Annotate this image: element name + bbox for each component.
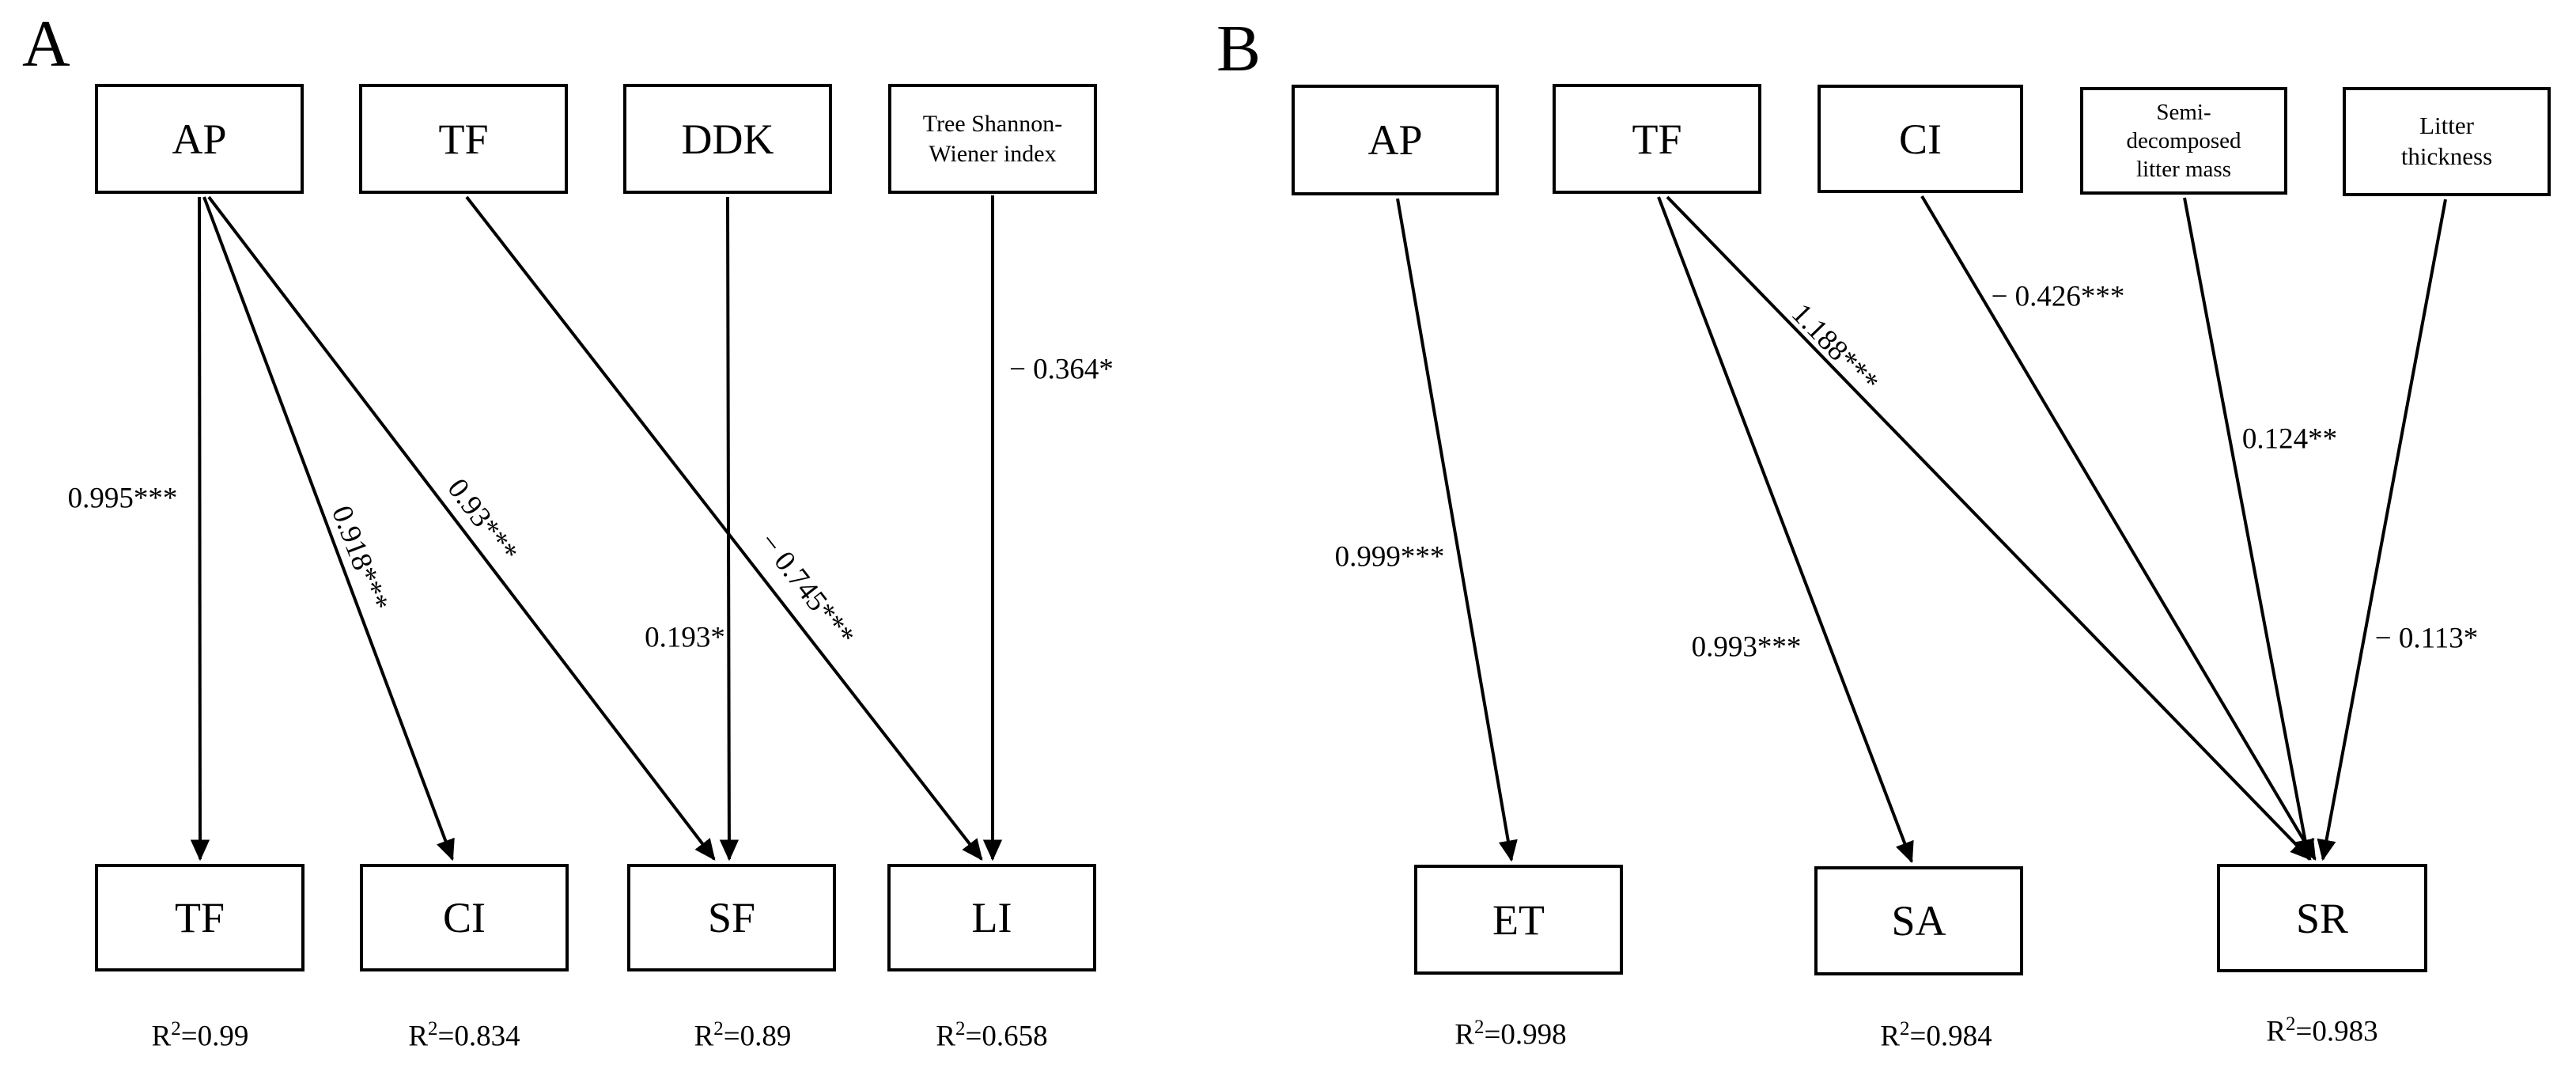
b-edge-sdl-sr-label: 0.124** <box>2241 422 2338 456</box>
b-edge-ci-sr <box>1920 195 2317 862</box>
b-edge-tf-sr <box>1666 195 2312 861</box>
b-r2-et: R2=0.998 <box>1454 1017 1567 1051</box>
b-node-semi-decomposed-litter-mass: Semi- decomposed litter mass <box>2080 87 2287 195</box>
a-node-ap-top: AP <box>95 84 304 194</box>
a-node-sf-bottom-label: SF <box>707 894 756 941</box>
b-node-sa-bottom: SA <box>1814 866 2023 975</box>
b-edge-lt-sr <box>2317 199 2447 862</box>
b-r2-sa: R2=0.984 <box>1880 1018 1992 1053</box>
a-node-li-bottom: LI <box>887 864 1096 971</box>
a-r2-tf: R2=0.99 <box>151 1018 249 1053</box>
b-node-ci-top-label: CI <box>1899 115 1942 163</box>
b-node-ci-top: CI <box>1818 85 2023 193</box>
a-node-ci-bottom: CI <box>360 864 569 971</box>
b-r2-sr: R2=0.983 <box>2266 1013 2378 1048</box>
b-node-tf-top: TF <box>1553 84 1761 194</box>
a-node-tf-top: TF <box>359 84 568 194</box>
a-r2-sf: R2=0.89 <box>694 1018 792 1053</box>
a-node-tree-shannon-wiener: Tree Shannon- Wiener index <box>888 84 1097 194</box>
b-node-lt-line2: thickness <box>2400 142 2493 170</box>
a-node-tf-bottom-label: TF <box>174 894 225 941</box>
b-node-et-bottom-label: ET <box>1492 896 1545 944</box>
b-node-ap-top: AP <box>1292 85 1499 195</box>
b-node-sr-bottom: SR <box>2217 864 2427 972</box>
a-node-ddk-top: DDK <box>623 84 832 194</box>
b-edge-ap-et <box>1396 198 1518 862</box>
a-edge-ap-ci <box>202 196 455 862</box>
a-node-ci-bottom-label: CI <box>443 894 486 941</box>
a-node-tsw-line1: Tree Shannon- <box>922 111 1063 137</box>
a-node-sf-bottom: SF <box>627 864 836 971</box>
a-edge-ap-tf-label: 0.995*** <box>67 482 178 515</box>
b-edge-sdl-sr <box>2183 197 2315 862</box>
a-node-li-bottom-label: LI <box>971 894 1012 941</box>
b-edge-lt-sr-label: − 0.113* <box>2374 622 2479 655</box>
b-node-sdl-line1: Semi- <box>2156 99 2211 125</box>
b-node-sdl-line2: decomposed <box>2126 127 2241 153</box>
a-r2-li: R2=0.658 <box>936 1018 1048 1053</box>
a-node-tf-bottom: TF <box>95 864 305 971</box>
panel-b-letter: B <box>1216 12 1262 85</box>
b-node-sdl-line3: litter mass <box>2135 157 2231 183</box>
a-node-ddk-top-label: DDK <box>681 115 774 163</box>
a-edge-ddk-sf-label: 0.193* <box>645 621 725 654</box>
b-edge-ap-et-label: 0.999*** <box>1334 540 1445 574</box>
panel-a-letter: A <box>22 7 70 81</box>
a-edge-ap-sf <box>207 195 716 861</box>
b-node-sa-bottom-label: SA <box>1891 897 1946 945</box>
a-node-tf-top-label: TF <box>438 115 489 163</box>
a-edge-tsw-li-label: − 0.364* <box>1009 353 1114 386</box>
a-node-tsw-line2: Wiener index <box>929 140 1057 167</box>
b-node-ap-top-label: AP <box>1367 116 1423 164</box>
b-node-litter-thickness: Litter thickness <box>2343 87 2551 196</box>
b-edge-ci-sr-label: − 0.426*** <box>1991 280 2125 313</box>
b-edge-tf-sa-label: 0.993*** <box>1691 631 1802 664</box>
b-node-sr-bottom-label: SR <box>2295 894 2349 942</box>
b-edge-tf-sa <box>1657 196 1914 864</box>
a-edge-ap-tf <box>190 196 210 862</box>
a-edge-ddk-sf <box>719 196 740 862</box>
a-node-ap-top-label: AP <box>172 115 227 163</box>
a-edge-tf-li <box>465 195 983 861</box>
a-r2-ci: R2=0.834 <box>408 1018 520 1053</box>
b-node-lt-line1: Litter <box>2419 112 2474 140</box>
b-node-tf-top-label: TF <box>1632 115 1682 163</box>
b-node-et-bottom: ET <box>1414 865 1623 975</box>
